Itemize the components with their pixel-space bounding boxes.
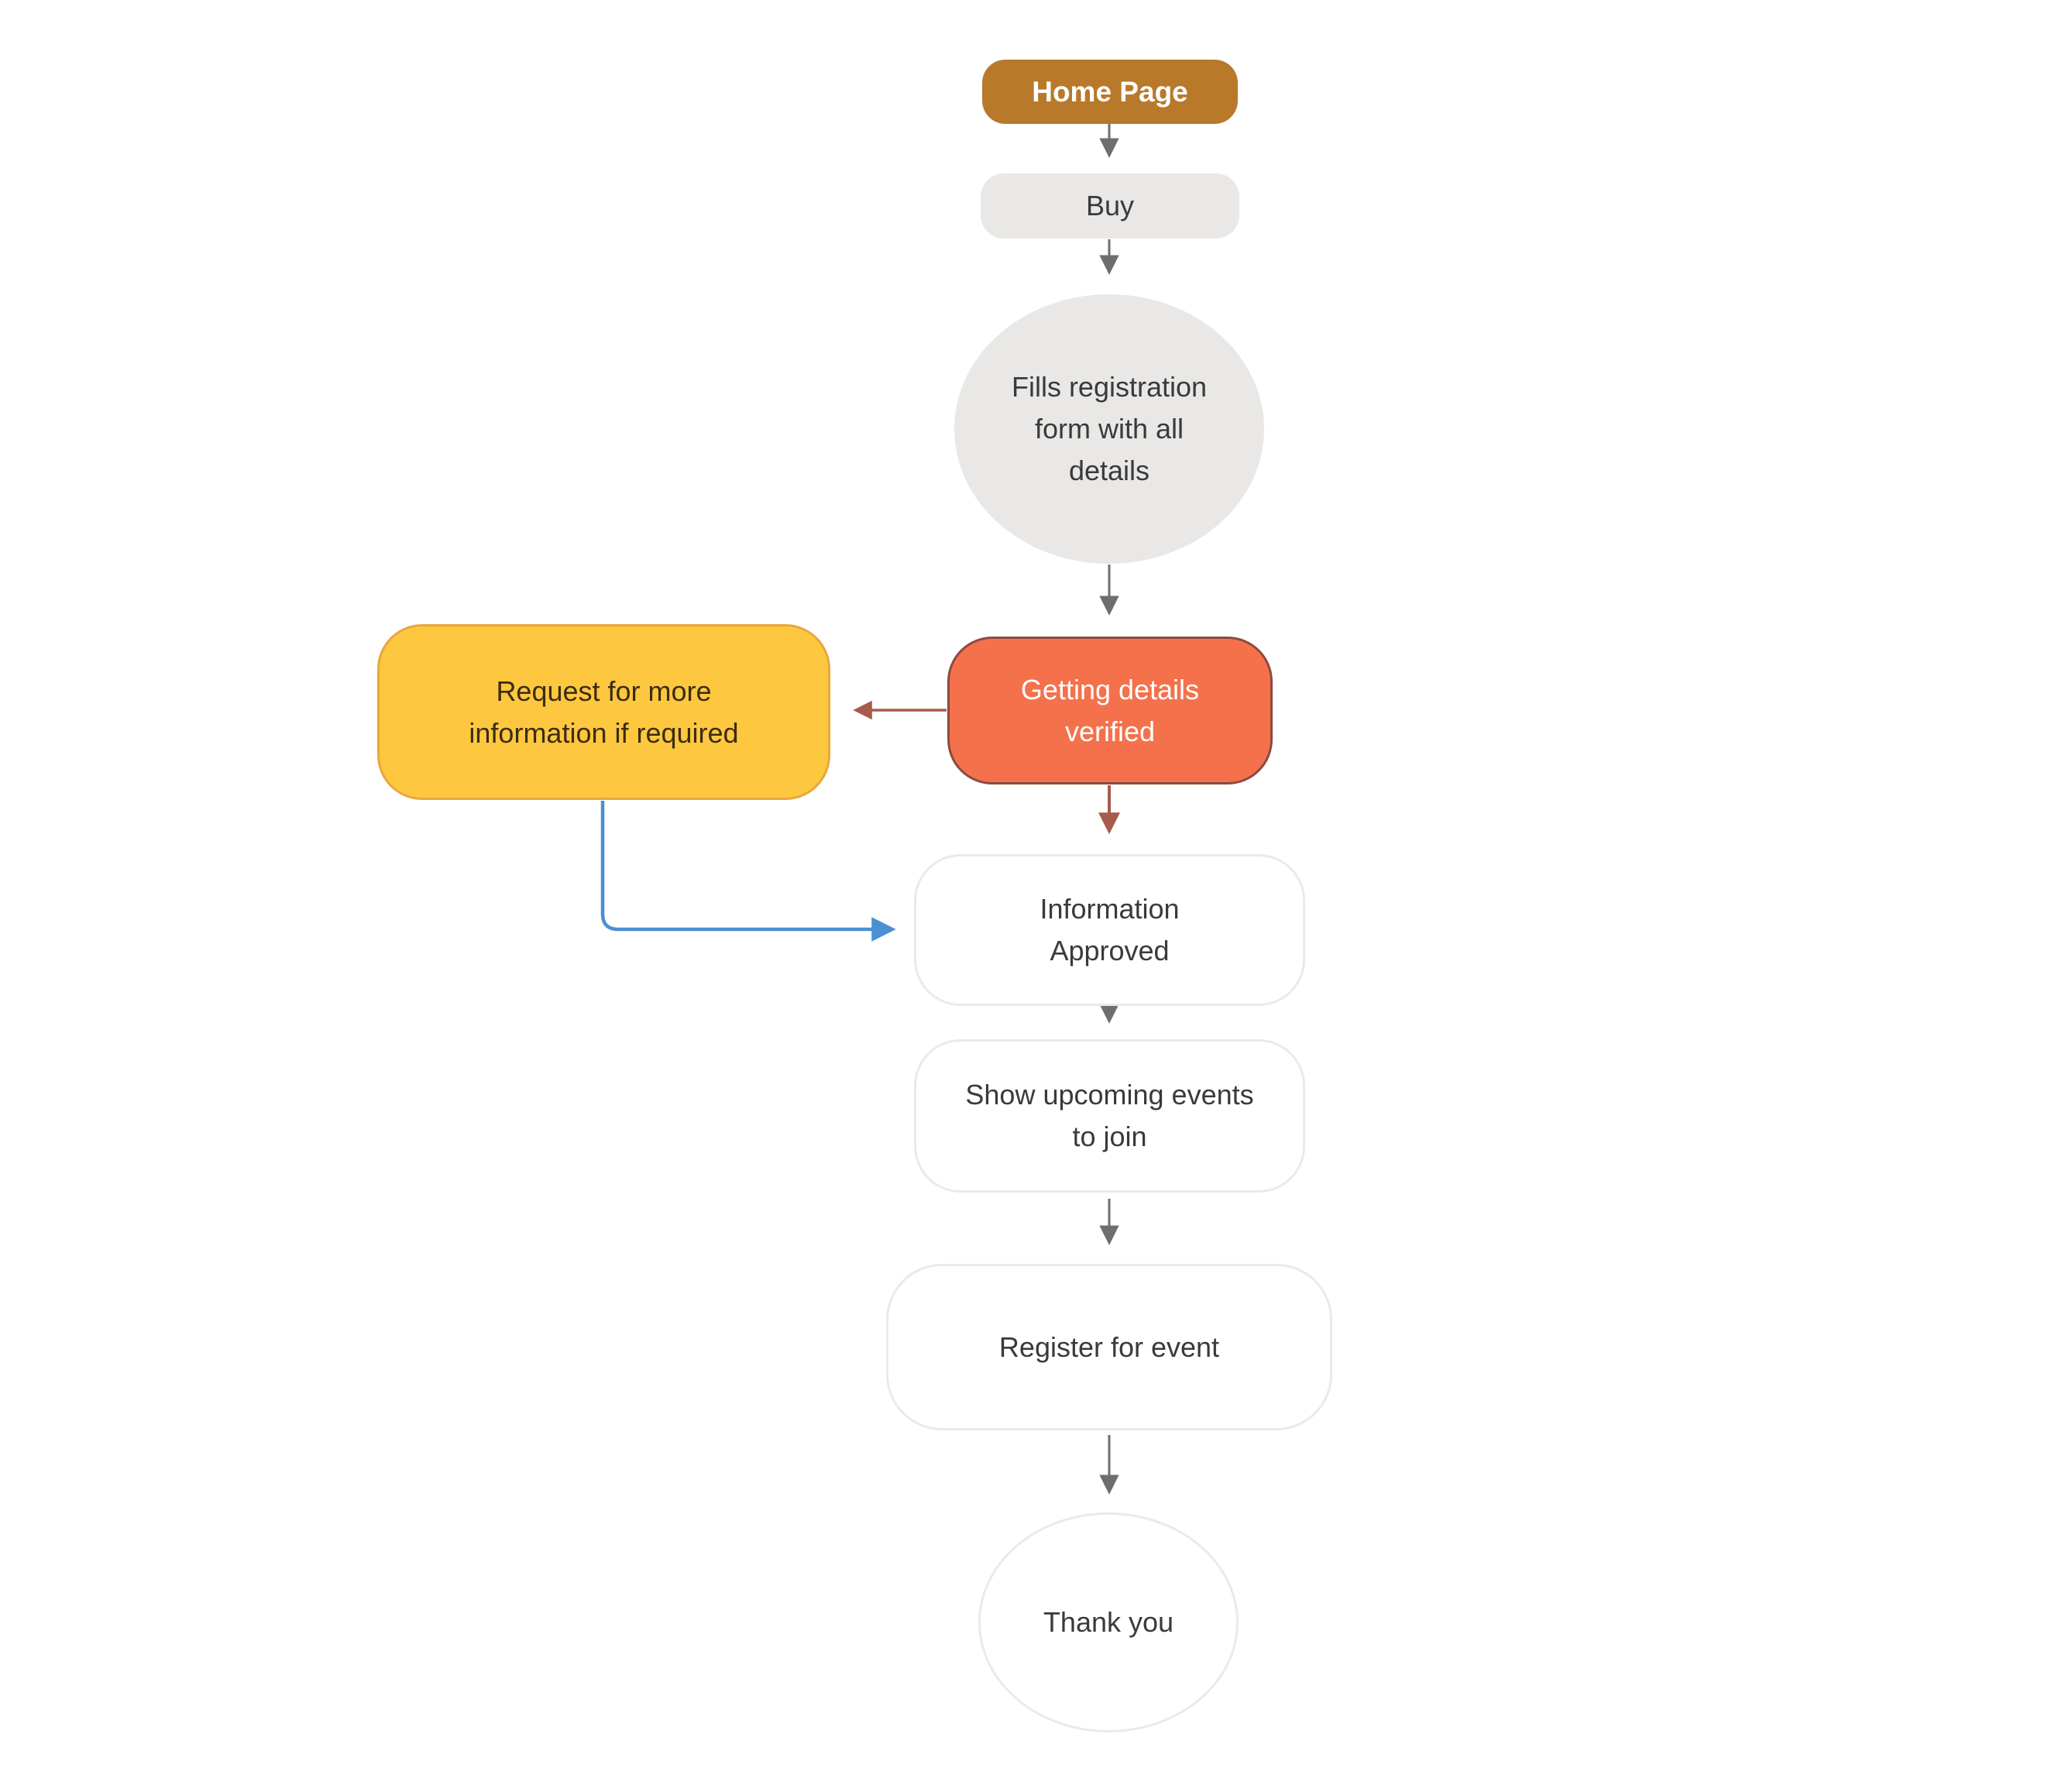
node-fills-registration-form-label: Fills registration form with all details bbox=[1011, 371, 1208, 486]
node-information-approved-label: Information Approved bbox=[1040, 893, 1180, 966]
node-thank-you-label: Thank you bbox=[1043, 1606, 1174, 1638]
node-request-more-information-label: Request for more information if required bbox=[469, 675, 739, 749]
node-buy-label: Buy bbox=[1085, 190, 1135, 221]
node-show-upcoming-events-label: Show upcoming events to join bbox=[965, 1079, 1254, 1152]
node-home-page: Home Page bbox=[982, 60, 1238, 124]
node-buy: Buy bbox=[981, 173, 1239, 239]
node-getting-details-verified-label: Getting details verified bbox=[1020, 673, 1200, 747]
node-show-upcoming-events: Show upcoming events to join bbox=[914, 1039, 1305, 1193]
node-fills-registration-form: Fills registration form with all details bbox=[954, 294, 1264, 564]
node-register-for-event-label: Register for event bbox=[998, 1330, 1220, 1363]
node-thank-you: Thank you bbox=[978, 1512, 1239, 1732]
node-request-more-information: Request for more information if required bbox=[377, 624, 830, 800]
node-getting-details-verified: Getting details verified bbox=[947, 637, 1273, 784]
node-information-approved: Information Approved bbox=[914, 854, 1305, 1006]
edge-request-info-approved bbox=[600, 801, 896, 942]
node-home-page-label: Home Page bbox=[1032, 75, 1188, 108]
node-register-for-event: Register for event bbox=[886, 1264, 1332, 1430]
